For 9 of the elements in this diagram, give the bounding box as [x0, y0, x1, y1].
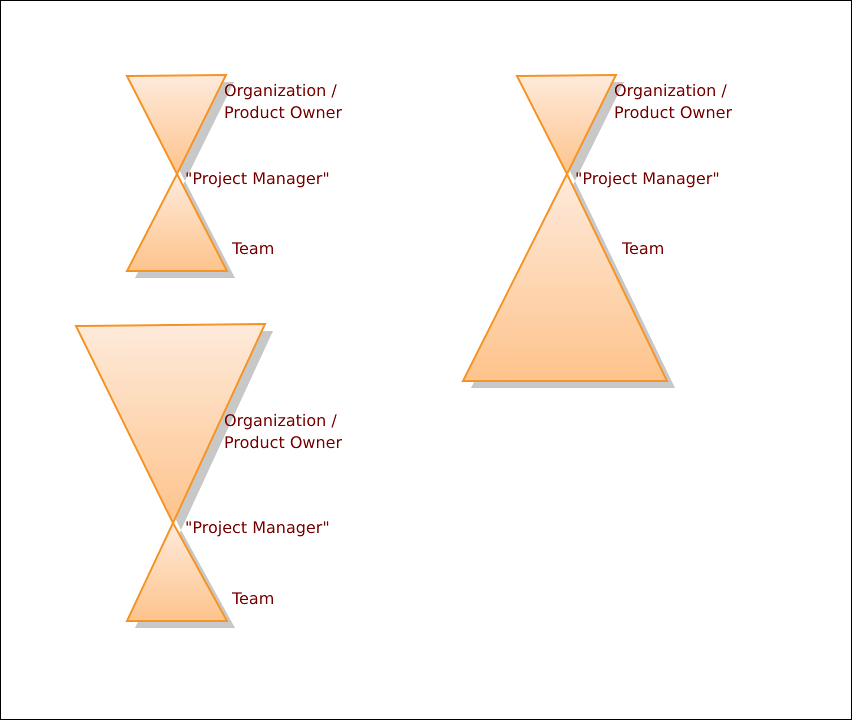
- role-label: "Project Manager": [575, 168, 720, 190]
- role-label: "Project Manager": [185, 517, 330, 539]
- role-label: "Project Manager": [185, 168, 330, 190]
- role-label: Organization / Product Owner: [614, 80, 734, 124]
- role-label: Team: [232, 588, 276, 610]
- role-label: Organization / Product Owner: [224, 410, 344, 454]
- role-label: Organization / Product Owner: [224, 80, 344, 124]
- role-label: Team: [232, 238, 276, 260]
- role-label: Team: [622, 238, 666, 260]
